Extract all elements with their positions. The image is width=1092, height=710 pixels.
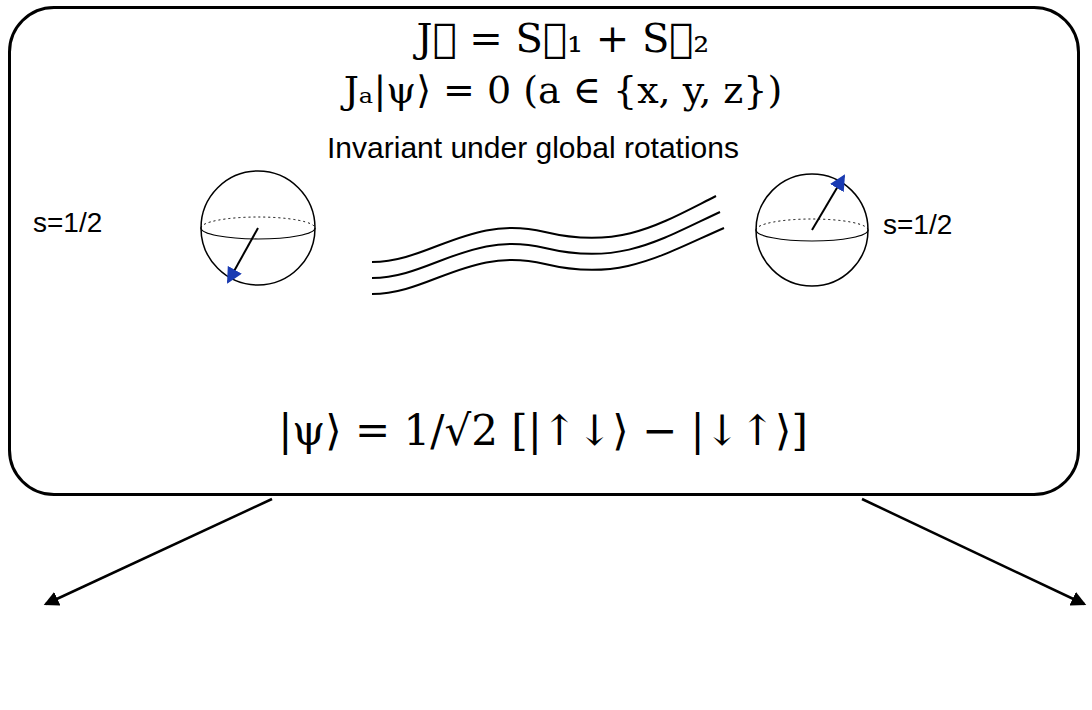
caption-text: Invariant under global rotations <box>327 131 739 166</box>
equation: J⃗ = S⃗₁ + S⃗₂ <box>417 15 710 61</box>
bloch-sphere <box>201 171 315 285</box>
spin-label: s=1/2 <box>883 209 952 241</box>
pointer-arrow <box>46 499 1084 604</box>
bloch-sphere <box>756 174 868 286</box>
rounded-panel: J⃗ = S⃗₁ + S⃗₂ Jₐ|ψ⟩ = 0 (a ∈ {x, y, z}) I… <box>8 6 1080 496</box>
equation: |ψ⟩ = 1/√2 [|↑↓⟩ − |↓↑⟩] <box>278 407 808 455</box>
spin-label: s=1/2 <box>33 207 102 239</box>
entanglement-waves <box>372 196 724 294</box>
equation: Jₐ|ψ⟩ = 0 (a ∈ {x, y, z}) <box>344 69 783 113</box>
